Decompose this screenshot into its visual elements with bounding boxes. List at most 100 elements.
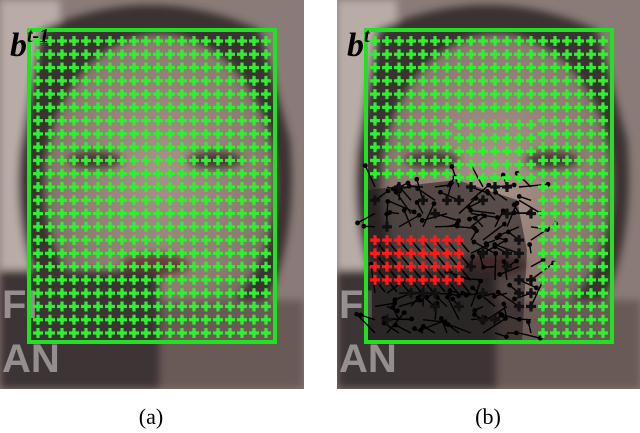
tracked-point-marker <box>586 128 596 139</box>
tracked-point-marker <box>165 155 175 166</box>
motion-vector-arrow <box>458 239 470 253</box>
lost-point <box>466 182 476 192</box>
tracked-point-marker <box>430 155 440 166</box>
tracked-point-marker <box>225 314 235 325</box>
tracked-point-marker <box>213 248 223 259</box>
tracked-point-marker <box>550 248 560 259</box>
tracked-point-marker <box>129 142 139 153</box>
tracked-point-marker <box>45 142 55 153</box>
tracked-point-marker <box>550 36 560 46</box>
tracked-point-marker <box>105 115 115 126</box>
tracked-point-marker <box>598 128 608 139</box>
tracked-point-marker <box>514 49 524 60</box>
outlier-point <box>418 274 428 285</box>
tracked-point-marker <box>514 146 524 157</box>
tracked-point-marker <box>141 155 151 166</box>
motion-vector-arrow <box>501 221 507 227</box>
tracked-point-marker <box>45 248 55 259</box>
tracked-point-marker <box>81 89 91 100</box>
outlier-point <box>442 248 452 259</box>
tracked-point-marker <box>490 102 500 113</box>
tracked-point-marker <box>45 49 55 60</box>
tracked-point-marker <box>249 36 259 46</box>
tracked-point-marker <box>406 75 416 86</box>
tracked-point-marker <box>165 248 175 259</box>
tracked-point-marker <box>442 102 452 113</box>
tracked-point-marker <box>33 288 43 299</box>
tracked-point-marker <box>69 128 79 139</box>
tracked-point-marker <box>538 128 548 139</box>
tracked-point-marker <box>201 221 211 232</box>
tracked-point-marker <box>153 115 163 126</box>
motion-vector-arrow <box>392 300 397 306</box>
motion-vector-arrow <box>401 207 407 213</box>
tracked-point-marker <box>69 102 79 113</box>
tracked-point-marker <box>225 182 235 192</box>
tracked-point-marker <box>538 89 548 100</box>
tracked-point-marker <box>574 301 584 312</box>
tracked-point-marker <box>57 195 67 206</box>
tracked-point-marker <box>586 301 596 312</box>
tracked-point-marker <box>117 274 127 285</box>
tracked-point-marker <box>382 49 392 60</box>
tracked-point-marker <box>213 221 223 232</box>
motion-vector-arrow <box>415 295 421 301</box>
motion-vector-arrow <box>445 294 450 300</box>
tracked-point-marker <box>93 288 103 299</box>
motion-vector-arrow <box>447 288 453 293</box>
tracked-point-marker <box>117 314 127 325</box>
tracked-point-marker <box>81 75 91 86</box>
motion-vector-arrow <box>494 235 500 241</box>
motion-vector-arrow <box>390 304 396 310</box>
tracked-point-marker <box>562 115 572 126</box>
tracked-point-marker <box>141 328 151 338</box>
tracked-point-marker <box>165 195 175 206</box>
motion-vector-arrow <box>505 229 511 235</box>
tracked-point-marker <box>201 235 211 246</box>
motion-vector-arrow <box>364 165 376 188</box>
tracked-point-marker <box>249 195 259 206</box>
tracked-point-marker <box>33 128 43 139</box>
tracked-point-marker <box>165 142 175 153</box>
tracked-point-marker <box>105 182 115 192</box>
tracked-point-marker <box>45 75 55 86</box>
tracked-point-marker <box>562 221 572 232</box>
tracked-point-marker <box>213 274 223 285</box>
tracked-point-marker <box>454 89 464 100</box>
tracked-point-marker <box>538 155 548 166</box>
tracked-point-marker <box>574 102 584 113</box>
tracked-point-marker <box>466 49 476 60</box>
motion-vector-arrow <box>516 194 522 199</box>
tracked-point-marker <box>105 128 115 139</box>
motion-vector-arrow <box>449 164 455 170</box>
tracked-point-marker <box>382 128 392 139</box>
motion-vector-arrow <box>446 296 460 321</box>
motion-vector-arrow <box>468 208 474 213</box>
tracked-point-marker <box>201 49 211 60</box>
tracked-point-marker <box>550 62 560 73</box>
tracked-point-marker <box>33 155 43 166</box>
tracked-point-marker <box>93 155 103 166</box>
tracked-point-marker <box>165 221 175 232</box>
tracked-point-marker <box>550 142 560 153</box>
tracked-point-marker <box>562 142 572 153</box>
tracked-point-marker <box>33 274 43 285</box>
motion-vector-arrow <box>374 239 386 253</box>
motion-vector-arrow <box>385 188 391 194</box>
tracked-point-marker <box>394 128 404 139</box>
motion-vector-arrow <box>476 294 482 300</box>
tracked-point-marker <box>81 128 91 139</box>
tracked-point-marker <box>177 261 187 272</box>
tracked-point-marker <box>141 195 151 206</box>
tracked-point-marker <box>502 36 512 46</box>
tracked-point-marker <box>213 36 223 46</box>
tracked-point-marker <box>454 49 464 60</box>
tracked-point-marker <box>562 301 572 312</box>
tracked-point-marker <box>213 288 223 299</box>
tracked-point-marker <box>117 208 127 219</box>
lost-point <box>526 288 536 299</box>
tracked-point-marker <box>598 261 608 272</box>
motion-vector-arrow <box>374 302 395 308</box>
tracked-point-marker <box>406 168 416 179</box>
